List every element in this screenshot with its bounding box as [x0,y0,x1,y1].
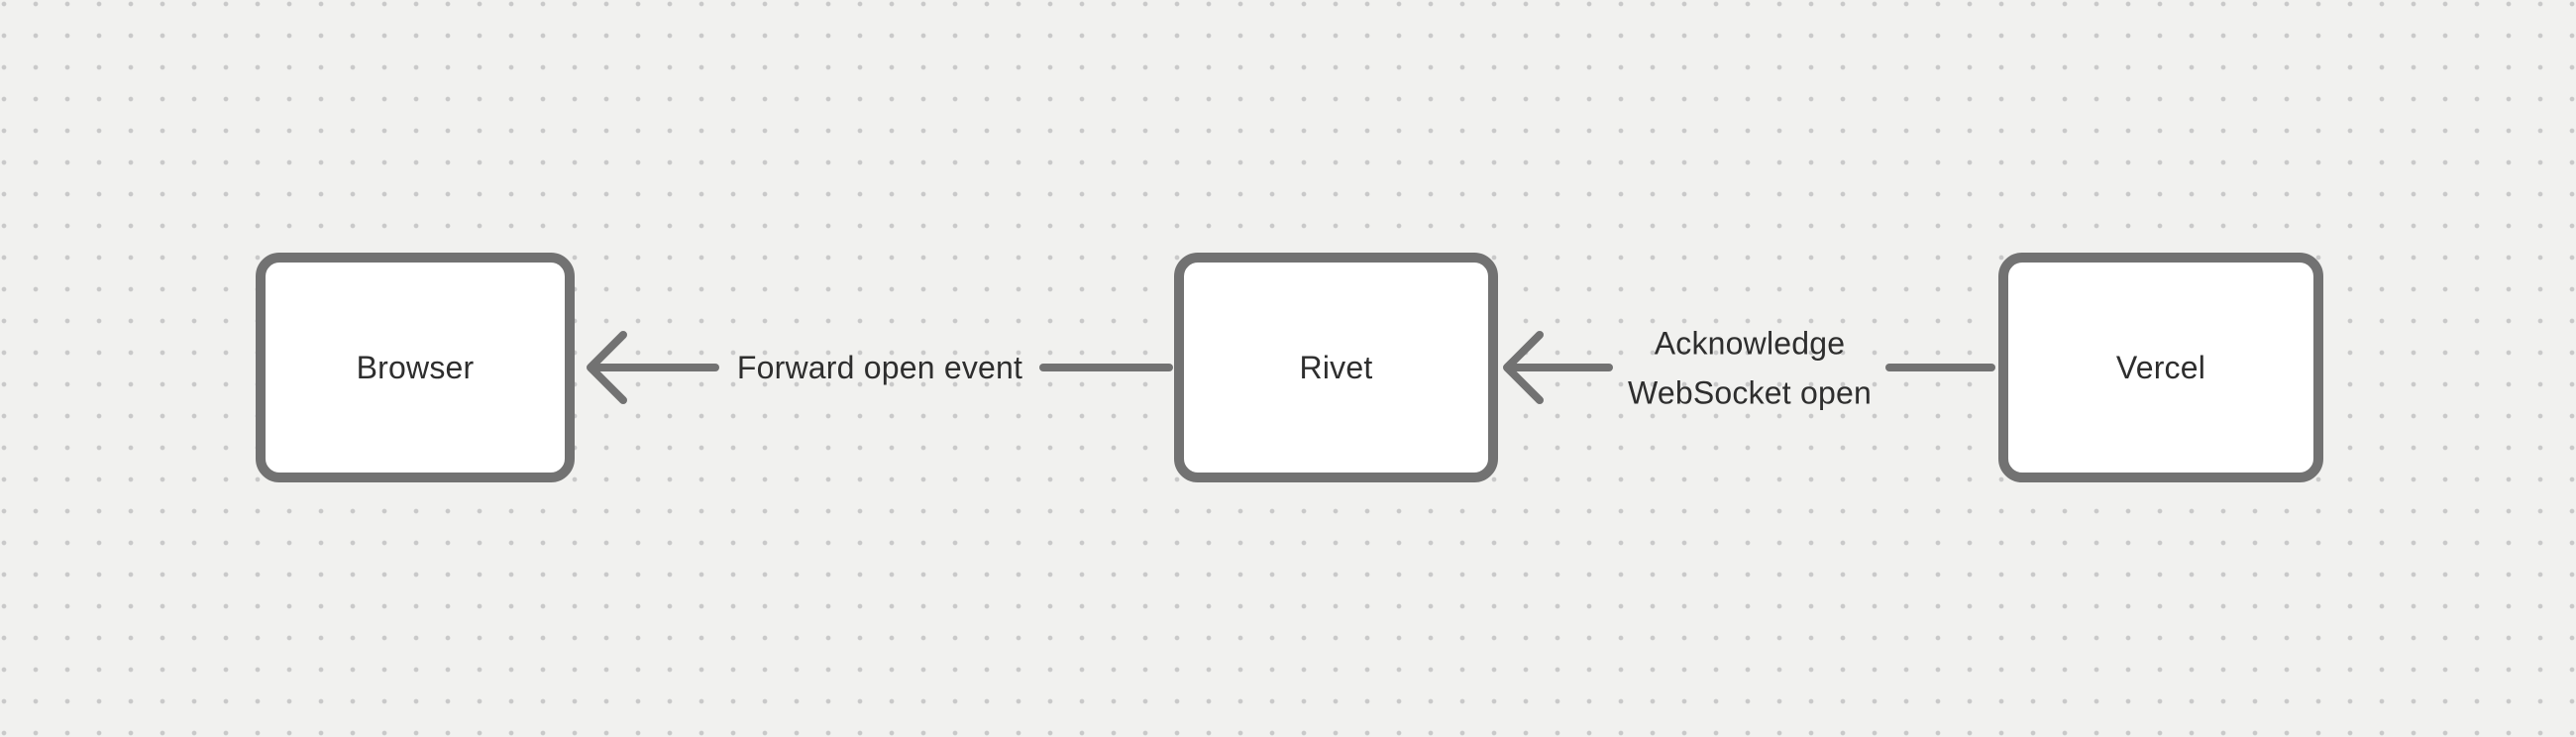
node-rivet-label: Rivet [1299,349,1373,385]
arrow-vercel-to-rivet[interactable] [1503,331,1995,404]
edge-label-acknowledge-websocket-open[interactable]: Acknowledge WebSocket open [1628,325,1872,410]
node-browser[interactable]: Browser [256,253,575,482]
node-vercel-label: Vercel [2115,349,2206,385]
node-rivet[interactable]: Rivet [1174,253,1498,482]
arrow-rivet-to-browser[interactable] [587,331,1173,404]
edge-label-forward-open-event[interactable]: Forward open event [736,350,1023,386]
node-browser-label: Browser [356,349,475,385]
node-vercel[interactable]: Vercel [1998,253,2323,482]
